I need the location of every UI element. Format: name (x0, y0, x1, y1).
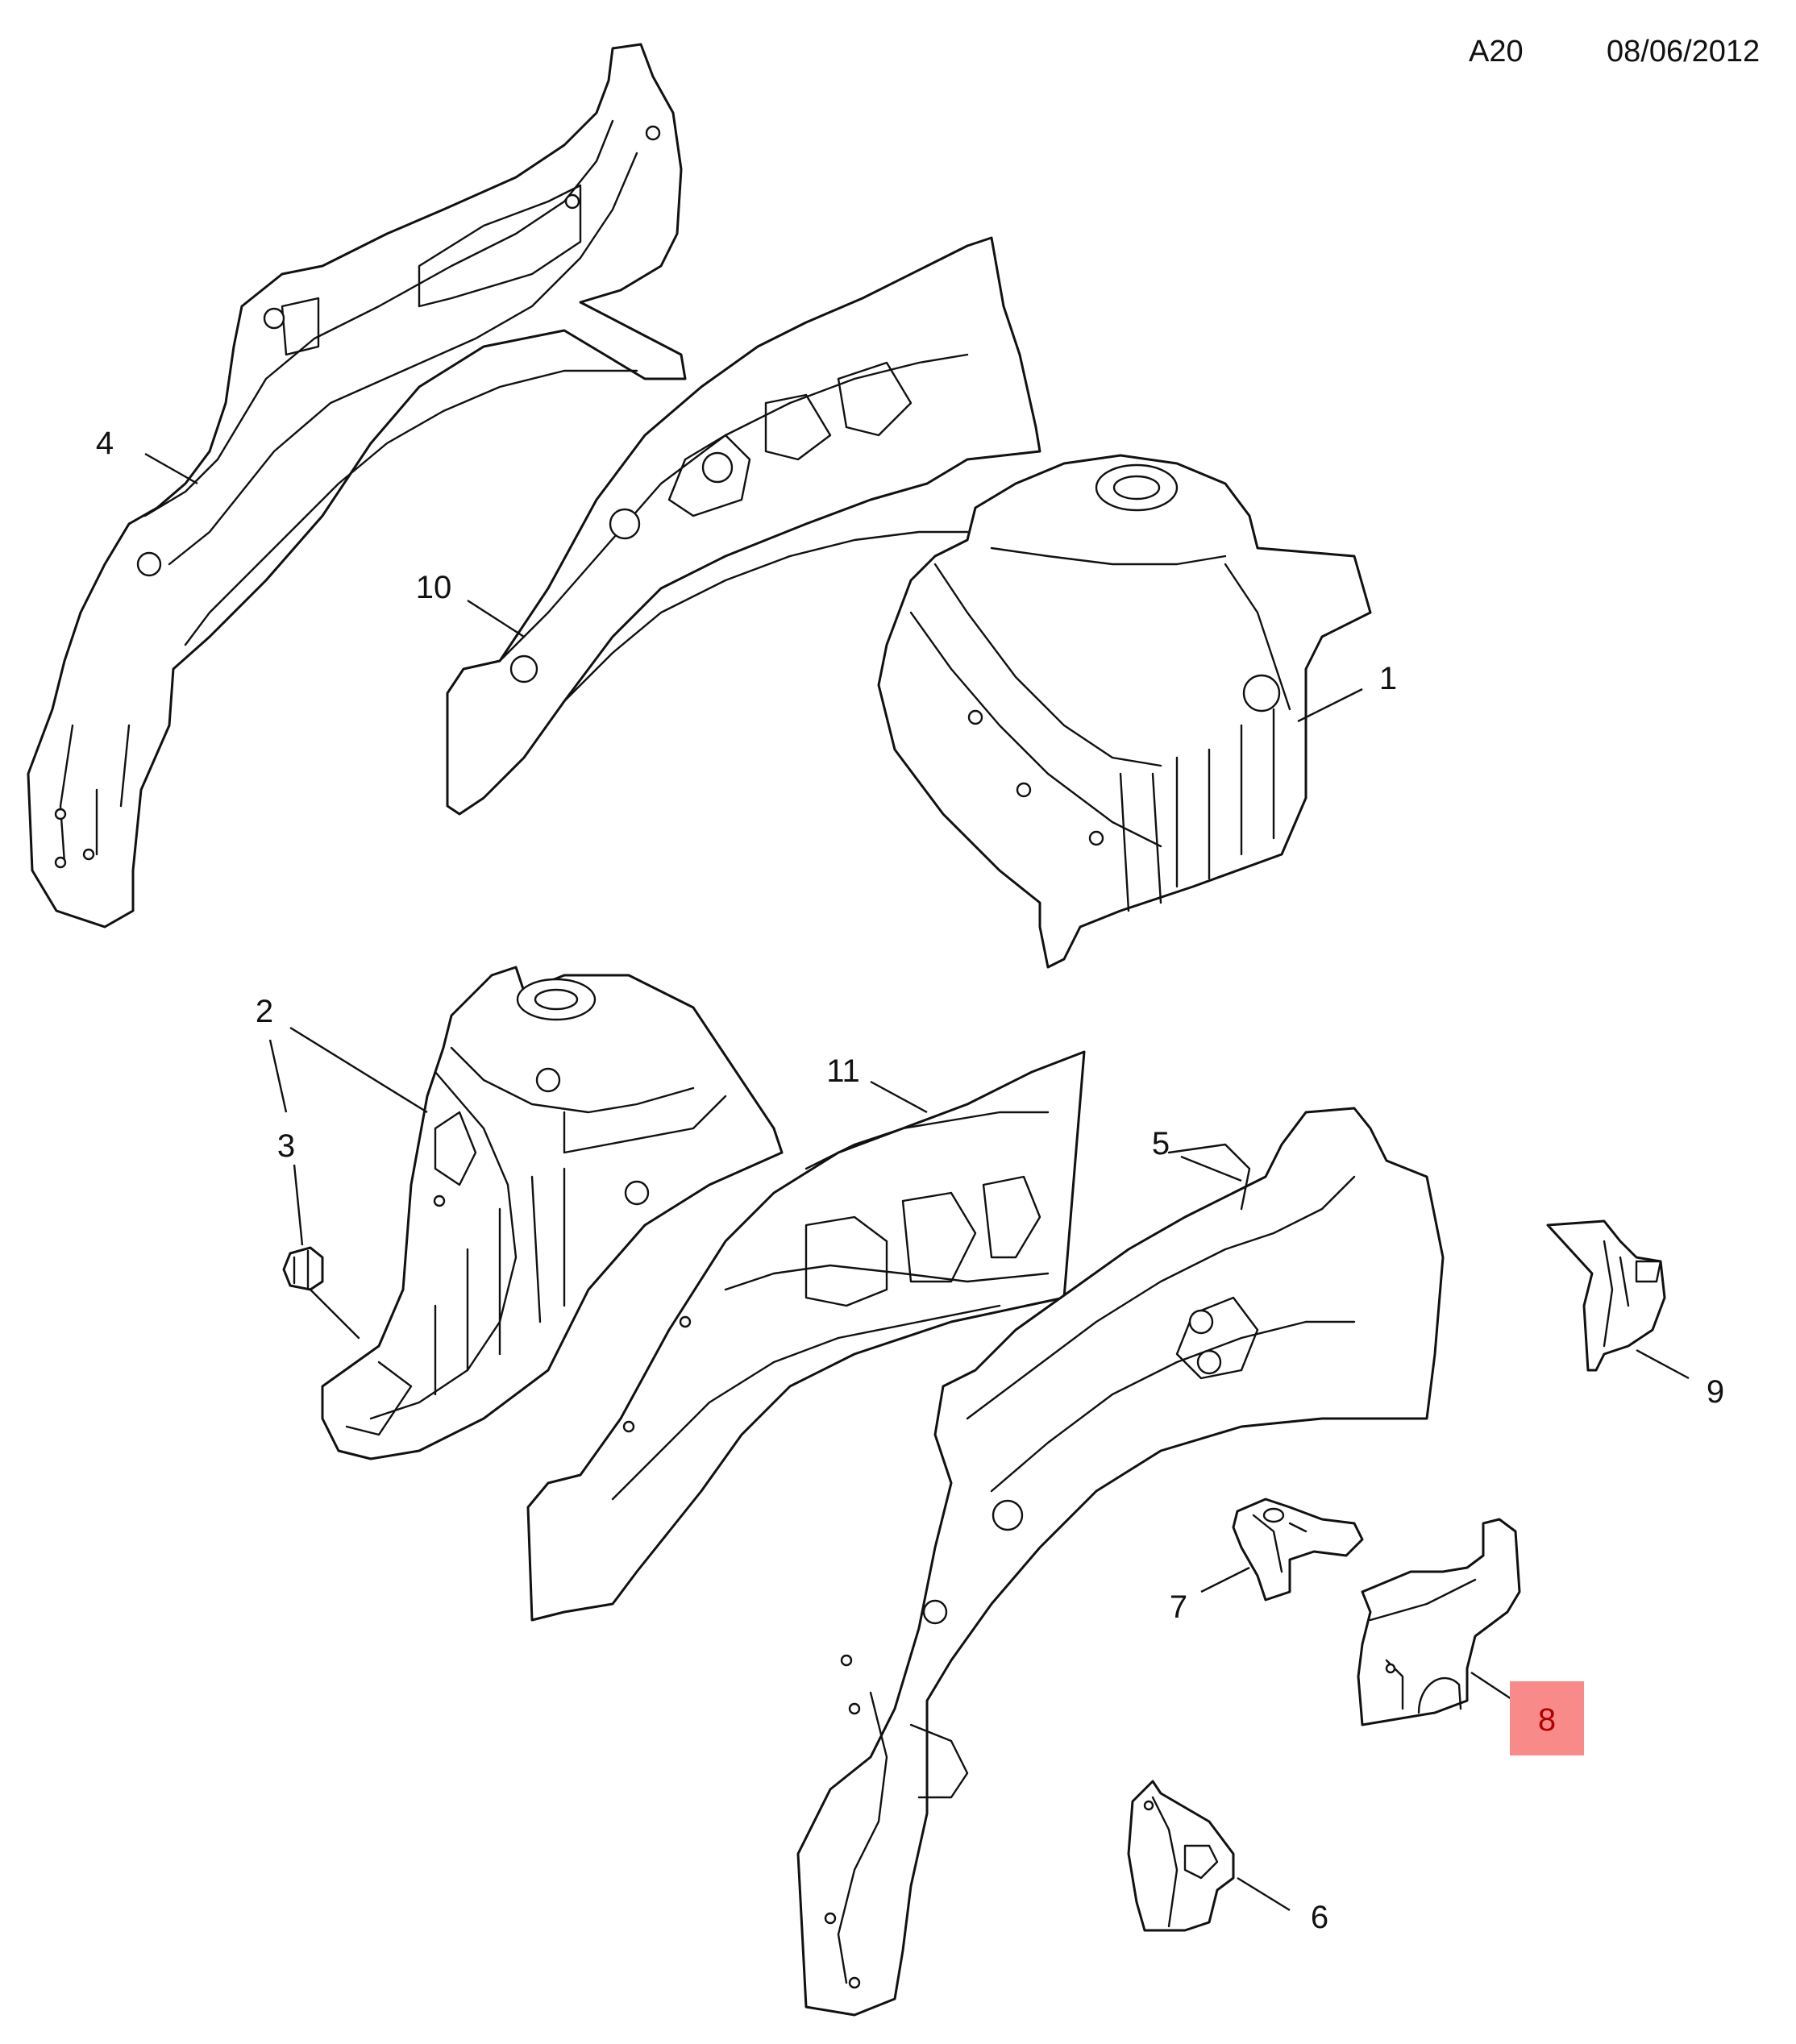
callout-10: 10 (416, 570, 452, 605)
callout-leaders (144, 452, 1690, 1912)
part-3-clip (282, 1246, 360, 1340)
callout-9: 9 (1707, 1374, 1724, 1410)
part-4-front-rail-left (27, 43, 687, 929)
callout-7: 7 (1170, 1589, 1187, 1625)
part-10-inner-rail (446, 236, 1041, 816)
callout-4: 4 (96, 426, 114, 461)
callout-3: 3 (277, 1128, 295, 1164)
part-6-bracket (1127, 1780, 1235, 1932)
part-1-strut-tower-right (877, 454, 1372, 969)
callout-8-highlight (1510, 1681, 1584, 1755)
part-7-bracket (1232, 1498, 1364, 1602)
part-11-inner-rail (526, 1050, 1086, 1622)
part-8-bracket (1357, 1518, 1521, 1726)
diagram-code: A20 (1469, 35, 1524, 69)
callout-8: 8 (1538, 1702, 1556, 1738)
callout-11: 11 (826, 1053, 860, 1089)
part-9-bracket (1546, 1219, 1666, 1372)
callout-5: 5 (1152, 1126, 1170, 1161)
callout-1: 1 (1379, 661, 1397, 696)
diagram-date: 08/06/2012 (1607, 35, 1760, 69)
callout-2: 2 (256, 994, 273, 1029)
part-5-front-rail-right (796, 1107, 1445, 2017)
part-2-strut-tower-left (321, 966, 784, 1460)
callout-6: 6 (1311, 1900, 1328, 1935)
